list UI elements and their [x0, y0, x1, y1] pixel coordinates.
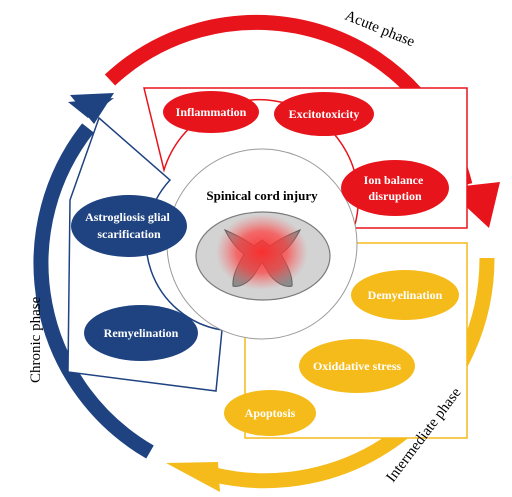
ion-balance-disruption-label: Ion balance disruption — [364, 173, 427, 203]
apoptosis-node: Apoptosis — [224, 390, 316, 436]
ion-balance-disruption-node: Ion balance disruption — [341, 160, 449, 216]
astrogliosis-label: Astrogliosis glial scarification — [85, 210, 173, 241]
remyelination-node: Remyelination — [84, 305, 198, 361]
chronic-phase-arrow — [33, 93, 154, 459]
oxidative-stress-node: Oxiddative stress — [299, 339, 415, 393]
chronic-phase-label: Chronic phase — [28, 296, 44, 383]
inflammation-node: Inflammation — [163, 91, 259, 133]
excitotoxicity-label: Excitotoxicity — [289, 107, 360, 121]
astrogliosis-node: Astrogliosis glial scarification — [71, 195, 187, 257]
remyelination-label: Remyelination — [104, 326, 179, 340]
excitotoxicity-node: Excitotoxicity — [274, 92, 374, 136]
oxidative-stress-label: Oxiddative stress — [313, 359, 401, 373]
apoptosis-label: Apoptosis — [245, 406, 296, 420]
demyelination-node: Demyelination — [351, 270, 459, 320]
spinal-cord-cross-section — [195, 211, 331, 301]
center-title: Spinical cord injury — [206, 188, 318, 203]
inflammation-label: Inflammation — [176, 105, 247, 119]
demyelination-label: Demyelination — [368, 288, 443, 302]
